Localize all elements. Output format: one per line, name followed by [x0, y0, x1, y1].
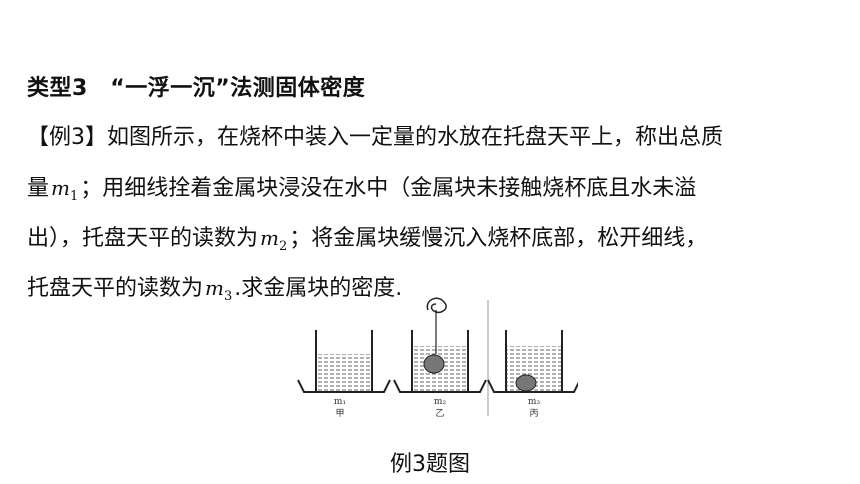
figure-caption: 例3题图: [390, 452, 470, 477]
mass-label-3: m₃: [528, 397, 541, 407]
mass-symbol-m2: m2: [260, 226, 288, 254]
problem-line-2-pre: 量: [27, 176, 50, 201]
balance-pan-1: [297, 379, 391, 393]
problem-line-1-text: 【例3】如图所示，在烧杯中装入一定量的水放在托盘天平上，称出总质: [27, 125, 723, 150]
section-title: 类型3 “一浮一沉”法测固体密度: [27, 76, 366, 101]
mass-symbol-m3: m3: [205, 276, 233, 304]
mass-symbol-m1: m1: [51, 176, 79, 204]
balance-pan-2: [393, 379, 487, 393]
panel-bing: m₃ 丙: [487, 330, 581, 419]
metal-block-2: [423, 354, 445, 374]
water-level-1: [316, 354, 372, 392]
experiment-figure: m₁ 甲 m₂ 乙 m₃ 丙: [288, 296, 581, 426]
problem-line-1: 【例3】如图所示，在烧杯中装入一定量的水放在托盘天平上，称出总质: [27, 113, 827, 163]
panel-name-1: 甲: [335, 408, 344, 419]
panel-jia: m₁ 甲: [297, 330, 391, 419]
problem-line-3-post: ；将金属块缓慢沉入烧杯底部，松开细线，: [289, 226, 708, 251]
problem-line-2-post: ；用细线拴着金属块浸没在水中（金属块未接触烧杯底且水未溢: [80, 176, 697, 201]
panel-name-2: 乙: [435, 408, 444, 419]
problem-line-4-pre: 托盘天平的读数为: [27, 276, 204, 301]
problem-line-3-pre: 出），托盘天平的读数为: [27, 226, 259, 251]
panel-name-3: 丙: [529, 408, 538, 419]
panel-yi: m₂ 乙: [393, 297, 487, 419]
metal-block-3: [515, 374, 537, 392]
mass-label-1: m₁: [334, 397, 346, 407]
mass-label-2: m₂: [434, 397, 447, 407]
experiment-diagram: m₁ 甲 m₂ 乙 m₃ 丙: [297, 297, 581, 419]
problem-line-4-post: .求金属块的密度.: [234, 276, 403, 301]
balance-pan-3: [487, 379, 581, 393]
hand-icon: [426, 297, 447, 314]
